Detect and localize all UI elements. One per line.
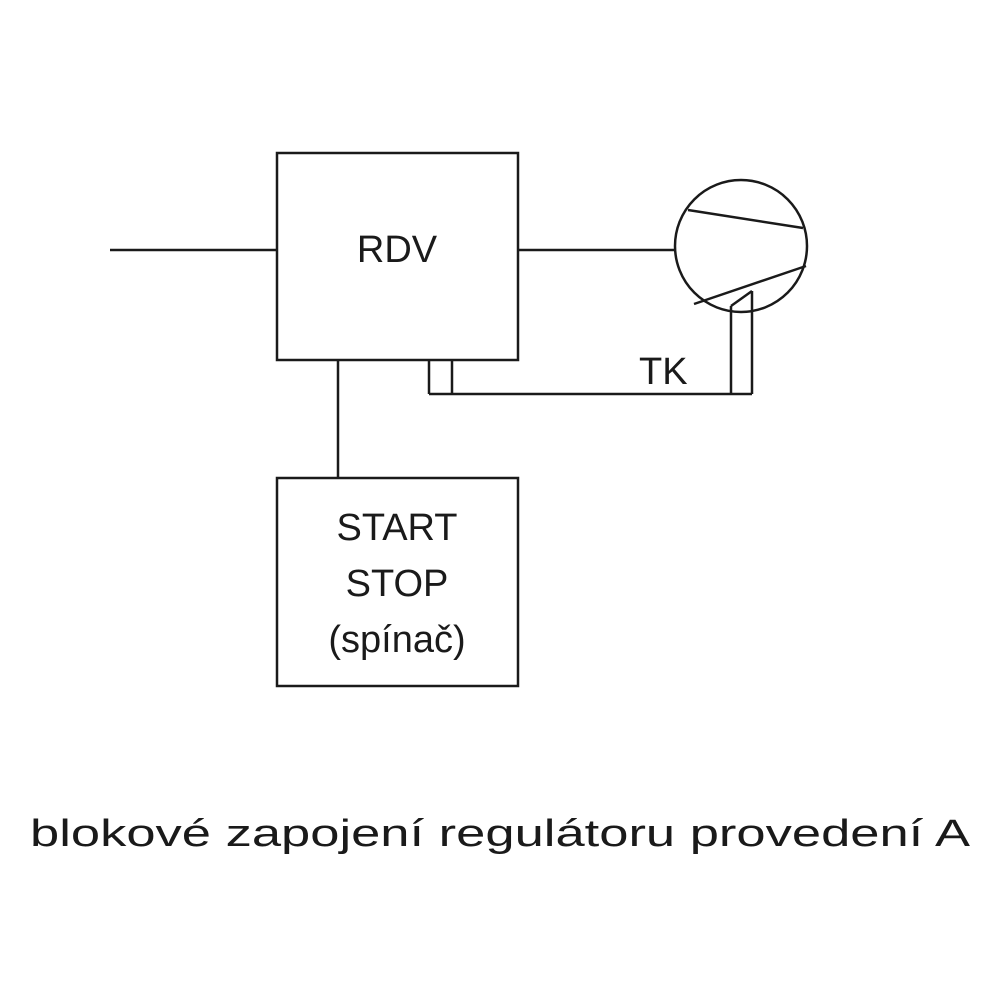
- motor-circle: [673, 178, 809, 314]
- tk-label: TK: [639, 351, 688, 393]
- diagram-caption: blokové zapojení regulátoru provedení A: [30, 813, 971, 855]
- motor-upper-chord: [687, 208, 804, 230]
- motor-symbol: [673, 178, 809, 314]
- start-stop-block: [275, 476, 520, 688]
- rdv-block: [275, 151, 520, 362]
- motor-lower-chord: [693, 264, 807, 306]
- rdv-connector-stub: [427, 360, 454, 394]
- switch-label: (spínač): [328, 619, 465, 661]
- stop-label: STOP: [346, 563, 449, 605]
- thermal-contact-probe: [729, 289, 754, 394]
- start-label: START: [336, 507, 457, 549]
- rdv-label: RDV: [357, 229, 438, 271]
